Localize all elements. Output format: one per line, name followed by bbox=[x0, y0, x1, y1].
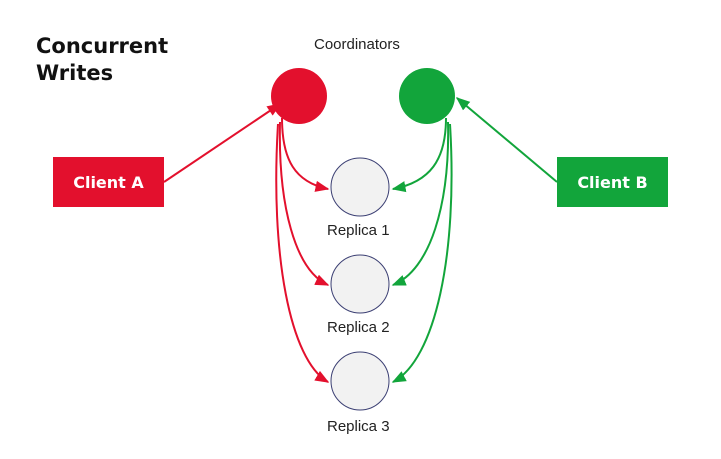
client-b-box: Client B bbox=[557, 157, 668, 207]
red-to-replica-3-arrow bbox=[275, 123, 330, 383]
title-line-2: Writes bbox=[36, 61, 114, 85]
client-b-to-coordinator-arrow bbox=[455, 97, 558, 183]
red-to-replica-1-arrow bbox=[281, 117, 330, 192]
coordinator-red bbox=[271, 68, 327, 124]
green-to-replica-2-arrow bbox=[391, 121, 450, 286]
replica-2-label: Replica 2 bbox=[327, 319, 390, 336]
title-line-1: Concurrent bbox=[36, 34, 169, 58]
coordinator-green bbox=[399, 68, 455, 124]
client-a-to-coordinator-arrow bbox=[163, 103, 282, 183]
replica-2-node bbox=[330, 254, 390, 314]
green-to-replica-3-arrow bbox=[391, 123, 453, 383]
replica-1-label: Replica 1 bbox=[327, 222, 390, 239]
diagram-title: Concurrent Writes bbox=[36, 33, 168, 87]
client-a-label: Client A bbox=[73, 172, 144, 192]
red-to-replica-2-arrow bbox=[278, 121, 330, 286]
replica-3-label: Replica 3 bbox=[327, 418, 390, 435]
coordinators-label: Coordinators bbox=[314, 36, 400, 53]
replica-3-node bbox=[330, 351, 390, 411]
replica-1-node bbox=[330, 157, 390, 217]
green-to-replica-1-arrow bbox=[391, 117, 447, 193]
client-b-label: Client B bbox=[577, 172, 648, 192]
client-a-box: Client A bbox=[53, 157, 164, 207]
